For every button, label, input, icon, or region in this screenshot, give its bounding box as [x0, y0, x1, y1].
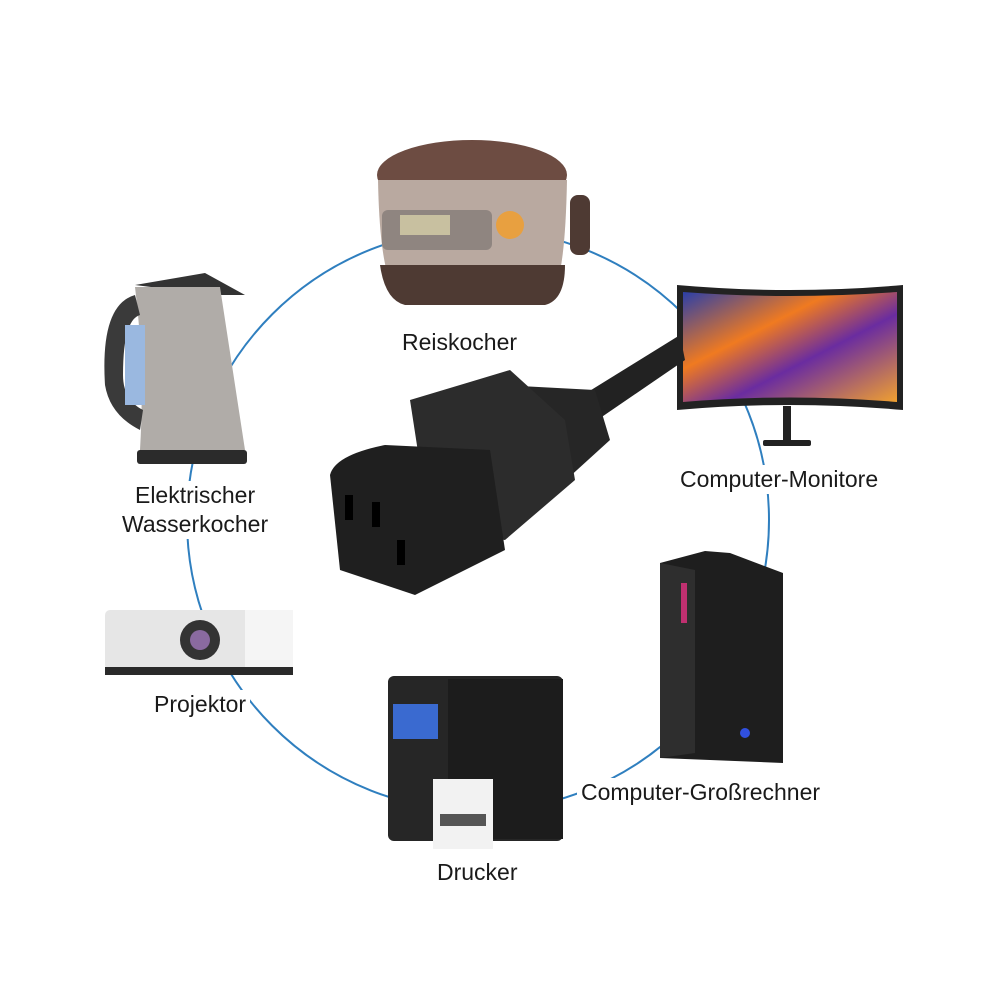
projector-image — [105, 605, 295, 680]
c13-connector-image — [325, 330, 685, 600]
monitor-label: Computer-Monitore — [676, 465, 883, 494]
kettle-label-line2: Wasserkocher — [122, 511, 269, 537]
monitor-image — [675, 280, 905, 455]
computer-tower-image — [655, 548, 790, 768]
printer-label: Drucker — [433, 858, 522, 887]
kettle-image — [95, 265, 255, 470]
rice-cooker-label: Reiskocher — [398, 328, 522, 357]
kettle-label-line1: Elektrischer — [134, 482, 256, 508]
computer-label: Computer-Großrechner — [577, 778, 825, 807]
kettle-label: Elektrischer Wasserkocher — [118, 481, 273, 539]
rice-cooker-image — [360, 135, 600, 315]
printer-image — [388, 674, 568, 854]
projector-label: Projektor — [150, 690, 251, 719]
